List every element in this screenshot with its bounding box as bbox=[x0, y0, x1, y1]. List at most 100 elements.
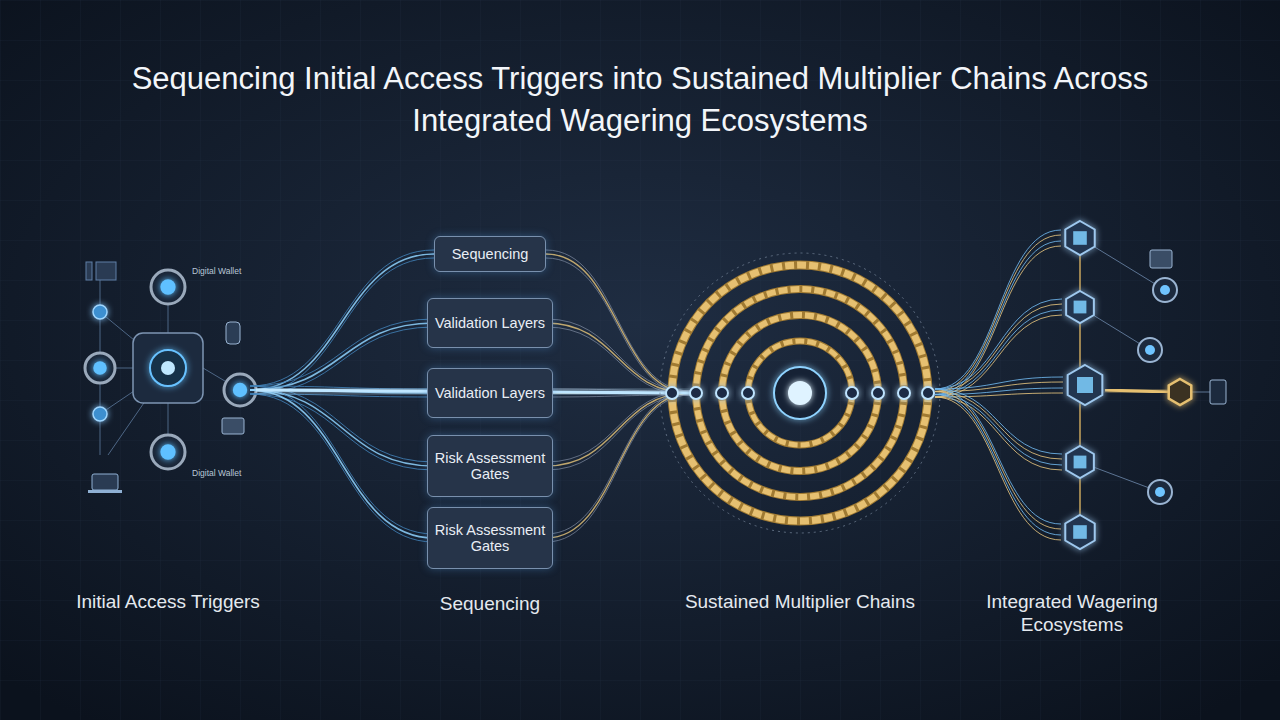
ecosystem-hex bbox=[1066, 446, 1094, 478]
hub-core bbox=[150, 350, 186, 386]
strand bbox=[935, 310, 1062, 395]
hex-core bbox=[1077, 377, 1093, 393]
box-label: Risk Assessment Gates bbox=[428, 450, 552, 482]
ecosystem-ring bbox=[1148, 480, 1172, 504]
chain-ring bbox=[696, 289, 904, 497]
sequencing-strands bbox=[250, 250, 690, 542]
trigger-dot bbox=[160, 279, 175, 294]
gold-hex bbox=[1169, 379, 1192, 405]
chain-links bbox=[722, 315, 878, 471]
process-box: Validation Layers bbox=[427, 368, 553, 418]
chain-ring bbox=[722, 315, 878, 471]
chain-node bbox=[898, 387, 910, 399]
box-label: Validation Layers bbox=[435, 315, 545, 331]
ecosystem-dot bbox=[1160, 285, 1170, 295]
ecosystem-cluster bbox=[935, 221, 1226, 549]
ecosystem-hex bbox=[1066, 291, 1094, 323]
chain-node bbox=[690, 387, 702, 399]
strand bbox=[935, 397, 1061, 540]
icon-caption: Digital Wallet bbox=[192, 266, 241, 276]
box-label: Validation Layers bbox=[435, 385, 545, 401]
column-heading: Sequencing bbox=[370, 592, 610, 615]
chain-links bbox=[696, 289, 904, 497]
strand bbox=[250, 390, 434, 538]
trigger-ring bbox=[151, 270, 185, 304]
strand bbox=[250, 258, 434, 394]
strand bbox=[546, 250, 690, 391]
wire bbox=[1192, 392, 1210, 393]
doc-icon bbox=[86, 262, 92, 280]
gear-icon bbox=[93, 305, 107, 319]
ecosystem-dot bbox=[1155, 487, 1165, 497]
laptop-icon bbox=[92, 474, 118, 490]
strand bbox=[935, 395, 1061, 536]
strand bbox=[546, 391, 690, 534]
strand bbox=[546, 254, 690, 393]
strand bbox=[250, 327, 434, 394]
box-label: Sequencing bbox=[452, 246, 529, 262]
strand bbox=[546, 258, 690, 395]
hex-core bbox=[1074, 456, 1087, 469]
process-box: Risk Assessment Gates bbox=[427, 507, 553, 569]
chain-node bbox=[742, 387, 754, 399]
trigger-ring bbox=[151, 435, 185, 469]
doc-icon bbox=[96, 262, 116, 280]
strand bbox=[250, 323, 434, 390]
chain-node bbox=[922, 387, 934, 399]
strand bbox=[935, 382, 1063, 392]
trigger-cluster bbox=[85, 262, 256, 493]
strand bbox=[935, 304, 1062, 392]
multiplier-chain bbox=[660, 253, 940, 533]
column-heading: Sustained Multiplier Chains bbox=[680, 590, 920, 613]
hex-core bbox=[1074, 301, 1087, 314]
strand bbox=[250, 394, 434, 470]
strand bbox=[935, 246, 1061, 397]
hex-core bbox=[1073, 525, 1087, 539]
process-box: Risk Assessment Gates bbox=[427, 435, 553, 497]
strand bbox=[250, 390, 434, 466]
chain-node bbox=[666, 387, 678, 399]
process-box: Validation Layers bbox=[427, 298, 553, 348]
strand bbox=[250, 250, 434, 386]
device-icon bbox=[226, 322, 240, 344]
strand bbox=[935, 230, 1061, 389]
chain-core bbox=[788, 381, 812, 405]
strand bbox=[546, 393, 690, 538]
laptop-base bbox=[88, 490, 122, 493]
hub-box bbox=[133, 333, 203, 403]
strand bbox=[935, 389, 1062, 454]
stack-icon bbox=[222, 418, 244, 434]
chain-core-ring bbox=[774, 367, 826, 419]
icon-caption: Digital Wallet bbox=[192, 468, 241, 478]
ecosystem-hex bbox=[1065, 221, 1094, 255]
ecosystem-ring bbox=[1138, 338, 1162, 362]
strand bbox=[935, 389, 1061, 524]
illustration bbox=[85, 221, 1226, 549]
gear-icon bbox=[93, 407, 107, 421]
column-heading: Integrated Wagering Ecosystems bbox=[952, 590, 1192, 636]
ecosystem-dot bbox=[1145, 345, 1155, 355]
stack-icon bbox=[1150, 250, 1172, 268]
column-heading: Initial Access Triggers bbox=[48, 590, 288, 613]
strand bbox=[935, 395, 1062, 466]
box-label: Risk Assessment Gates bbox=[428, 522, 552, 554]
strand bbox=[935, 315, 1062, 397]
chain-node bbox=[846, 387, 858, 399]
gold-link bbox=[1105, 390, 1168, 392]
hex-core bbox=[1073, 231, 1087, 245]
chain-halo bbox=[660, 253, 940, 533]
trigger-dot bbox=[233, 383, 247, 397]
strand bbox=[935, 392, 1061, 530]
hub-dot bbox=[161, 361, 175, 375]
trigger-ring bbox=[85, 353, 115, 383]
chain-node bbox=[872, 387, 884, 399]
card-icon bbox=[1210, 380, 1226, 404]
process-box: Sequencing bbox=[434, 236, 546, 272]
strand bbox=[546, 395, 690, 542]
trigger-dot bbox=[160, 444, 175, 459]
trigger-dot bbox=[93, 361, 107, 375]
ecosystem-hex bbox=[1068, 365, 1103, 405]
strand bbox=[250, 386, 434, 534]
